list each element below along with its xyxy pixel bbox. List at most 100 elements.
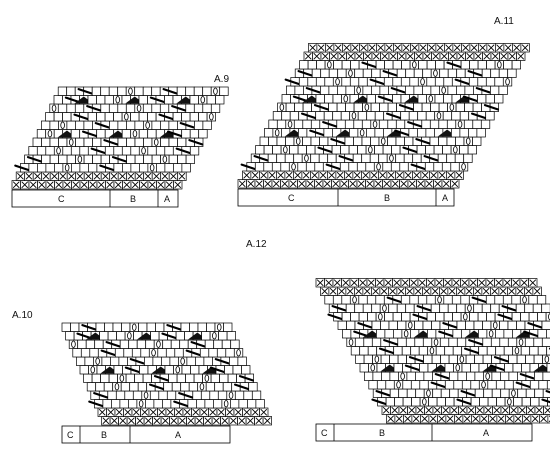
grid-cell <box>443 77 453 87</box>
grid-cell <box>370 102 380 112</box>
x-cross-icon <box>98 408 106 416</box>
oval-icon <box>124 113 129 121</box>
grid-cell <box>384 329 394 339</box>
oval-icon <box>77 155 83 163</box>
grid-cell <box>491 388 502 398</box>
x-cross-icon <box>449 52 457 60</box>
grid-cell <box>327 153 337 163</box>
x-cross-icon <box>260 171 268 179</box>
grid-cell <box>422 68 432 78</box>
grid-cell <box>541 303 550 313</box>
oval-icon <box>131 323 137 331</box>
x-cross-icon <box>212 417 220 425</box>
x-cross-icon <box>349 180 357 188</box>
grid-cell <box>164 95 174 105</box>
grid-cell <box>91 373 101 383</box>
grid-cell <box>358 77 368 87</box>
x-cross-icon <box>529 279 537 287</box>
grid-cell <box>315 77 326 87</box>
grid-cell <box>507 320 517 330</box>
x-cross-icon <box>326 44 334 52</box>
x-cross-icon <box>391 406 399 414</box>
chart-a10-legend-b: B <box>101 430 107 440</box>
grid-cell <box>363 354 373 364</box>
grid-cell <box>116 331 126 341</box>
slash-icon <box>14 164 30 171</box>
grid-cell <box>461 380 472 390</box>
grid-cell <box>541 320 550 330</box>
grid-cell <box>405 85 415 95</box>
grid-cell <box>348 162 358 172</box>
grid-cell <box>28 163 38 173</box>
x-cross-icon <box>370 171 378 179</box>
oval-icon <box>463 313 468 321</box>
grid-cell <box>62 146 72 156</box>
grid-cell <box>447 85 457 95</box>
x-cross-icon <box>362 171 370 179</box>
x-cross-icon <box>480 415 488 423</box>
grid-cell <box>143 154 153 164</box>
grid-cell <box>122 163 132 173</box>
grid-cell <box>417 94 427 104</box>
grid-cell <box>465 354 475 364</box>
grid-cell <box>350 346 361 356</box>
grid-cell <box>201 331 211 341</box>
grid-cell <box>340 145 350 155</box>
grid-cell <box>349 77 360 87</box>
x-cross-icon <box>325 279 333 287</box>
x-cross-icon <box>350 279 358 287</box>
grid-cell <box>162 339 172 349</box>
x-cross-icon <box>435 279 443 287</box>
oval-icon <box>236 349 241 357</box>
oval-icon <box>279 103 285 111</box>
grid-cell <box>247 399 257 409</box>
x-cross-icon <box>51 172 58 180</box>
x-cross-icon <box>512 279 520 287</box>
grid-cell <box>176 86 187 96</box>
x-cross-icon <box>192 408 200 416</box>
grid-cell <box>508 354 518 364</box>
grid-cell <box>530 397 540 407</box>
grid-cell <box>218 331 228 341</box>
oval-icon <box>128 87 133 95</box>
grid-cell <box>28 146 38 156</box>
grid-cell <box>57 103 68 113</box>
grid-cell <box>138 112 148 122</box>
grid-cell <box>136 339 147 349</box>
grid-cell <box>537 329 547 339</box>
grid-cell <box>332 111 342 121</box>
x-cross-icon <box>323 180 331 188</box>
grid-cell <box>456 85 466 95</box>
grid-cell <box>305 162 316 172</box>
grid-cell <box>371 303 381 313</box>
grid-cell <box>449 388 459 398</box>
slash-icon <box>81 324 97 331</box>
grid-cell <box>70 322 80 332</box>
grid-cell <box>486 312 496 322</box>
grid-cell <box>477 312 487 322</box>
grid-cell <box>378 119 389 129</box>
grid-cell <box>361 136 371 146</box>
x-cross-icon <box>410 279 418 287</box>
x-cross-icon <box>343 44 351 52</box>
grid-cell <box>438 136 448 146</box>
grid-cell <box>490 68 500 78</box>
x-cross-icon <box>455 415 463 423</box>
x-cross-icon <box>298 180 306 188</box>
slash-icon <box>81 130 97 137</box>
grid-cell <box>525 354 535 364</box>
x-cross-icon <box>355 52 363 60</box>
grid-cell <box>435 346 446 356</box>
grid-cell <box>362 68 373 78</box>
grid-cell <box>297 145 307 155</box>
oval-icon <box>376 163 381 171</box>
x-cross-icon <box>401 279 409 287</box>
grid-cell <box>376 380 387 390</box>
grid-cell <box>219 86 229 96</box>
x-cross-icon <box>448 287 456 295</box>
x-cross-icon <box>364 52 372 60</box>
grid-cell <box>400 111 410 121</box>
grid-cell <box>103 382 114 392</box>
slash-icon <box>464 347 479 354</box>
grid-cell <box>453 380 463 390</box>
